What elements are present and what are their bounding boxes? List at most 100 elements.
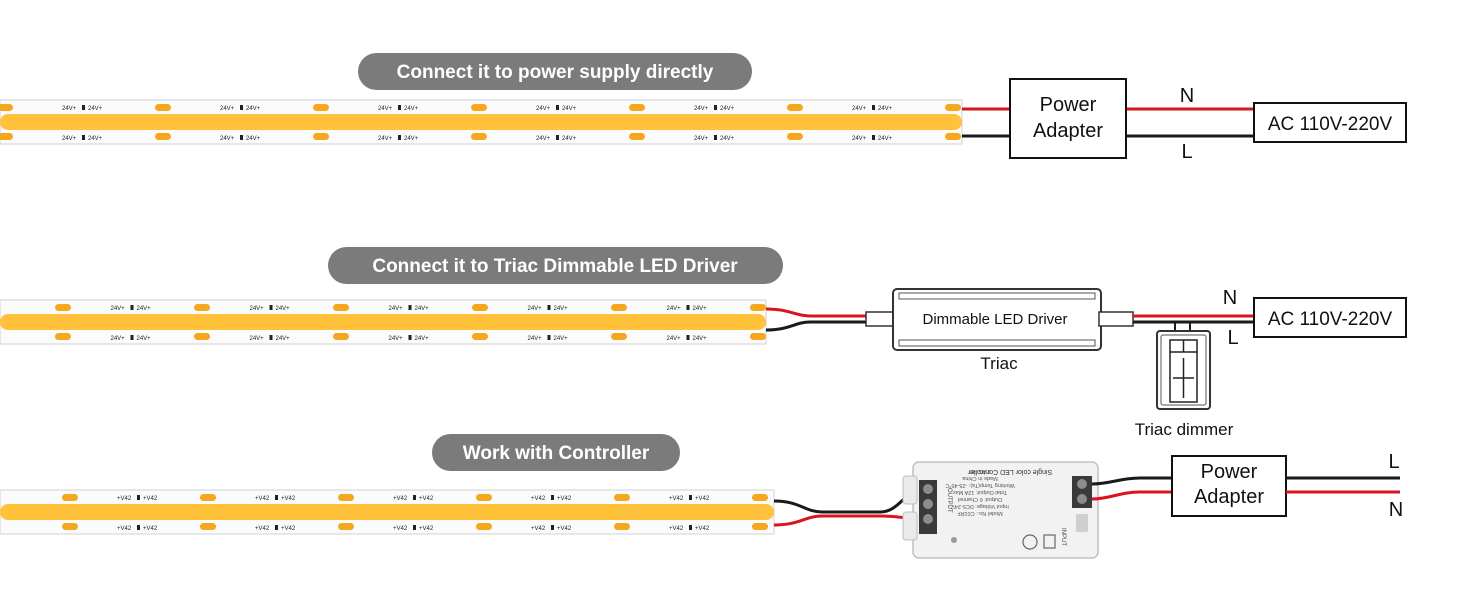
- strip-label: +V42: [695, 496, 710, 502]
- wire-red-triac-in: [765, 307, 868, 318]
- strip-pad: [0, 104, 13, 111]
- strip-pad: [611, 304, 627, 311]
- strip-marker: [275, 495, 278, 500]
- strip-pad: [472, 333, 488, 340]
- controller-led-icon: [951, 537, 957, 543]
- strip-label: +V42: [393, 526, 408, 532]
- title-direct: Connect it to power supply directly: [397, 62, 714, 83]
- driver-fin-top: [898, 292, 1096, 300]
- triac-dimmer-inner: [1160, 334, 1207, 406]
- title-pill-triac: [328, 247, 783, 284]
- led-strip-direct: 24V+24V+24V+24V+24V+24V+24V+24V+24V+24V+…: [0, 99, 963, 145]
- strip-marker: [872, 105, 875, 110]
- strip-label: +V42: [419, 496, 434, 502]
- section-triac: Connect it to Triac Dimmable LED Driver …: [0, 247, 1407, 439]
- wire-label-l-triac: L: [1227, 327, 1238, 349]
- strip-pad: [629, 133, 645, 140]
- strip-marker: [398, 105, 401, 110]
- strip-pad: [333, 304, 349, 311]
- strip-label: 24V+: [378, 106, 393, 112]
- strip-pad: [471, 133, 487, 140]
- driver-fin-bottom: [898, 339, 1096, 347]
- controller-output-label: OUTPUT: [946, 488, 952, 513]
- strip-label: 24V+: [554, 306, 569, 312]
- strip-pad: [338, 494, 354, 501]
- power-adapter-box-direct: [1009, 78, 1127, 159]
- strip-marker: [551, 525, 554, 530]
- strip-label: 24V+: [378, 136, 393, 142]
- strip-pad: [55, 333, 71, 340]
- strip-label: 24V+: [389, 336, 404, 342]
- controller-title: Single color LED Controller: [967, 468, 1052, 475]
- strip-pad: [194, 333, 210, 340]
- power-adapter-line1-direct: Power: [1040, 94, 1097, 116]
- title-pill-controller: [432, 434, 680, 471]
- power-adapter-box-controller: [1171, 455, 1287, 517]
- ac-label-triac: AC 110V-220V: [1268, 309, 1393, 330]
- strip-label: 24V+: [562, 136, 577, 142]
- power-adapter-line2-controller: Adapter: [1194, 486, 1264, 508]
- ac-box-direct: [1253, 102, 1407, 143]
- strip-label: +V42: [419, 526, 434, 532]
- strip-marker: [556, 135, 559, 140]
- terminal-screw-1: [923, 484, 933, 494]
- strip-cob-line: [0, 504, 774, 520]
- strip-label: +V42: [281, 496, 296, 502]
- strip-pad: [787, 133, 803, 140]
- strip-marker: [130, 305, 134, 310]
- title-pill-direct: [358, 53, 752, 90]
- strip-pad: [155, 104, 171, 111]
- strip-label: 24V+: [111, 306, 126, 312]
- strip-label: 24V+: [137, 306, 152, 312]
- wire-red-controller-out: [1091, 490, 1172, 501]
- strip-pad: [0, 133, 13, 140]
- strip-pad: [333, 333, 349, 340]
- strip-marker: [275, 525, 278, 530]
- controller-spec-line: Output: 6 Channel: [958, 496, 1003, 502]
- controller-button-icon: [1022, 534, 1038, 550]
- strip-pad: [750, 304, 766, 311]
- strip-marker: [130, 335, 134, 340]
- controller-body: [912, 461, 1099, 559]
- wire-black-triac-in: [765, 320, 868, 332]
- strip-pad: [155, 133, 171, 140]
- strip-marker: [269, 305, 273, 310]
- strip-cob-line: [0, 314, 766, 330]
- ac-label-direct: AC 110V-220V: [1268, 114, 1393, 135]
- strip-label: 24V+: [62, 106, 77, 112]
- strip-label: 24V+: [554, 336, 569, 342]
- wire-black-controller-in: [773, 487, 925, 514]
- driver-cable-right: [1098, 311, 1134, 327]
- strip-marker: [82, 135, 85, 140]
- strip-label: 24V+: [220, 106, 235, 112]
- strip-label: 24V+: [250, 336, 265, 342]
- driver-label: Dimmable LED Driver: [922, 311, 1067, 328]
- strip-pad: [945, 104, 961, 111]
- strip-pad: [472, 304, 488, 311]
- strip-label: 24V+: [667, 336, 682, 342]
- strip-label: 24V+: [88, 136, 103, 142]
- strip-pad: [945, 133, 961, 140]
- strip-marker: [269, 335, 273, 340]
- strip-pad: [471, 104, 487, 111]
- section-controller: Work with Controller +V42+V42+V42+V42+V4…: [0, 434, 1403, 559]
- strip-label: +V42: [393, 496, 408, 502]
- strip-label: 24V+: [536, 136, 551, 142]
- strip-marker: [556, 105, 559, 110]
- strip-pad: [611, 333, 627, 340]
- strip-label: 24V+: [250, 306, 265, 312]
- strip-pad: [338, 523, 354, 530]
- strip-label: 24V+: [528, 336, 543, 342]
- strip-marker: [137, 525, 140, 530]
- strip-pad: [787, 104, 803, 111]
- led-strip-triac: 24V+24V+24V+24V+24V+24V+24V+24V+24V+24V+…: [0, 299, 767, 345]
- strip-label: +V42: [117, 496, 132, 502]
- strip-label: +V42: [117, 526, 132, 532]
- strip-label: +V42: [669, 526, 684, 532]
- strip-marker: [689, 525, 692, 530]
- strip-marker: [686, 335, 690, 340]
- controller-ear-top: [902, 475, 918, 505]
- power-adapter-line2-direct: Adapter: [1033, 120, 1103, 142]
